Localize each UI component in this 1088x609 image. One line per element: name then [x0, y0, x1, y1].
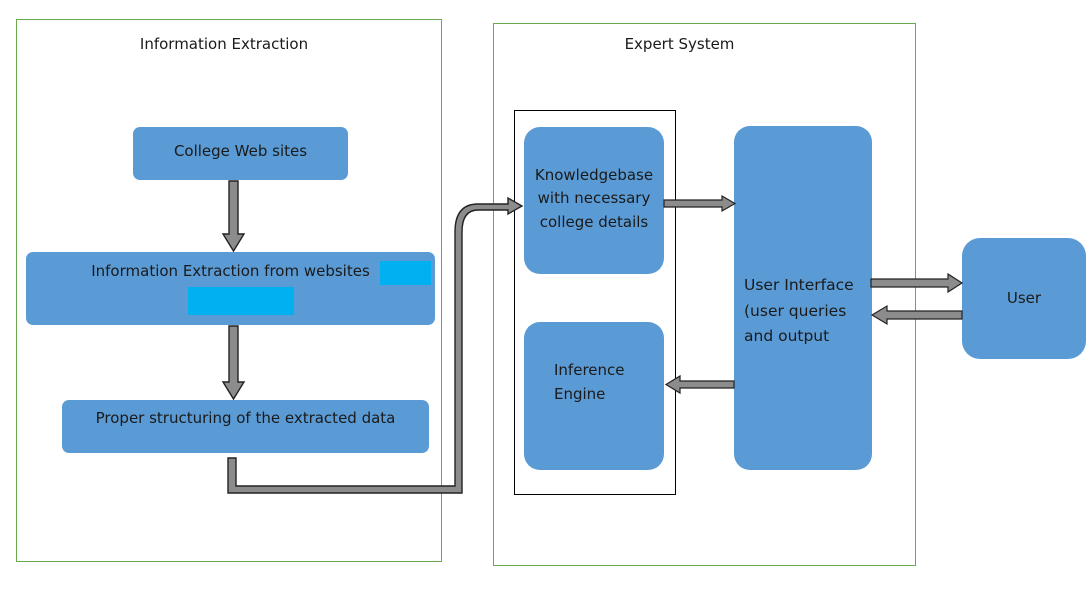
- college-web-sites-label: College Web sites: [173, 142, 308, 161]
- arrow-extraction-to-structuring: [221, 325, 246, 401]
- inference-engine-label: Inference Engine: [554, 361, 625, 403]
- user-interface-label: User Interface (user queries and output: [744, 276, 854, 346]
- redaction-block: [380, 261, 431, 285]
- expert-system-title: Expert System: [624, 35, 735, 53]
- expert-system-panel: [493, 23, 916, 566]
- inference-engine-node: Inference Engine: [524, 322, 664, 470]
- information-extraction-label: Information Extraction from websites: [91, 262, 370, 280]
- knowledge-inference-group: [514, 110, 676, 495]
- arrow-web-to-extraction: [221, 180, 246, 253]
- college-web-sites-node: College Web sites: [133, 127, 348, 180]
- arrow-structuring-to-knowledgebase: [227, 196, 524, 494]
- knowledgebase-node: Knowledgebase with necessary college det…: [524, 127, 664, 274]
- information-extraction-title: Information Extraction: [139, 35, 309, 53]
- user-node: User: [962, 238, 1086, 359]
- knowledgebase-label: Knowledgebase with necessary college det…: [534, 166, 654, 231]
- arrow-ui-to-user: [870, 272, 964, 294]
- information-extraction-panel: [16, 19, 442, 562]
- arrow-ui-to-inference: [664, 374, 735, 395]
- arrow-knowledgebase-to-ui: [663, 194, 737, 213]
- user-interface-node: User Interface (user queries and output: [734, 126, 872, 470]
- arrow-user-to-ui: [870, 304, 963, 326]
- user-label: User: [1006, 289, 1042, 308]
- proper-structuring-label: Proper structuring of the extracted data: [95, 409, 396, 428]
- proper-structuring-node: Proper structuring of the extracted data: [62, 400, 429, 453]
- redaction-block: [188, 287, 294, 315]
